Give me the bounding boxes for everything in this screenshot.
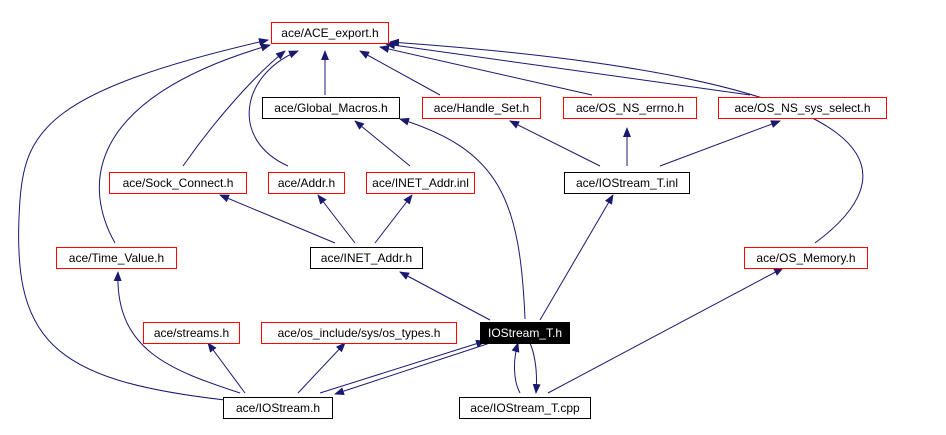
edge-handle-set-to-ace-export [359,50,441,96]
edge-iostream-t-inl-to-handle-set [509,120,601,167]
edge-os-ns-sys-select-to-ace-export [385,41,751,96]
edge-os-memory-to-ace-export [389,38,864,244]
node-global-macros-h[interactable]: ace/Global_Macros.h [262,97,400,119]
node-streams-h[interactable]: ace/streams.h [143,322,240,344]
node-handle-set-h[interactable]: ace/Handle_Set.h [422,97,541,119]
edge-iostream-t-cpp-to-os-memory [547,267,784,394]
edge-iostream-t-inl-to-os-ns-sys-select [659,120,781,167]
edge-iostream-t-h-to-iostream-t-cpp [529,342,541,394]
edge-os-ns-errno-to-ace-export [379,45,593,96]
edge-iostream-to-streams [207,342,246,394]
node-iostream-t-h[interactable]: IOStream_T.h [480,322,570,344]
edge-time-value-to-ace-export [98,43,271,244]
edge-sock-connect-to-ace-export [182,50,286,167]
edge-iostream-t-h-to-inet-addr [399,271,491,321]
edge-iostream-t-h-to-iostream-t-inl [539,194,614,321]
node-sock-connect-h[interactable]: ace/Sock_Connect.h [109,172,247,194]
node-os-memory-h[interactable]: ace/OS_Memory.h [744,247,868,269]
node-iostream-t-cpp[interactable]: ace/IOStream_T.cpp [459,397,591,419]
edge-iostream-h-to-iostream-t-h [319,339,486,394]
edge-iostream-to-os-types [297,342,346,394]
edge-inet-addr-to-sock-connect [219,194,336,244]
edge-iostream-to-time-value [113,271,241,394]
edge-iostream-t-h-to-global-macros [399,117,526,320]
node-iostream-t-inl[interactable]: ace/IOStream_T.inl [564,172,690,194]
node-os-ns-errno-h[interactable]: ace/OS_NS_errno.h [563,97,697,119]
edge-addr-to-ace-export [248,50,299,167]
edge-inet-addr-to-inet-addr-inl [374,194,413,244]
node-time-value-h[interactable]: ace/Time_Value.h [56,247,177,269]
edge-iostream-t-h-to-iostream-h [334,342,491,395]
edge-iostream-t-cpp-to-iostream-t-h [511,342,521,394]
node-iostream-h[interactable]: ace/IOStream.h [223,397,333,419]
node-ace-export-h[interactable]: ace/ACE_export.h [271,22,389,44]
edge-iostream-to-ace-export [18,38,269,401]
node-os-types-h[interactable]: ace/os_include/sys/os_types.h [261,322,457,344]
node-inet-addr-h[interactable]: ace/INET_Addr.h [310,247,423,269]
node-inet-addr-inl[interactable]: ace/INET_Addr.inl [366,172,475,194]
node-os-ns-sys-select-h[interactable]: ace/OS_NS_sys_select.h [718,97,887,119]
edge-inet-addr-to-addr [317,194,356,244]
node-addr-h[interactable]: ace/Addr.h [268,172,345,194]
edge-inet-addr-inl-to-global-macros [354,120,411,167]
